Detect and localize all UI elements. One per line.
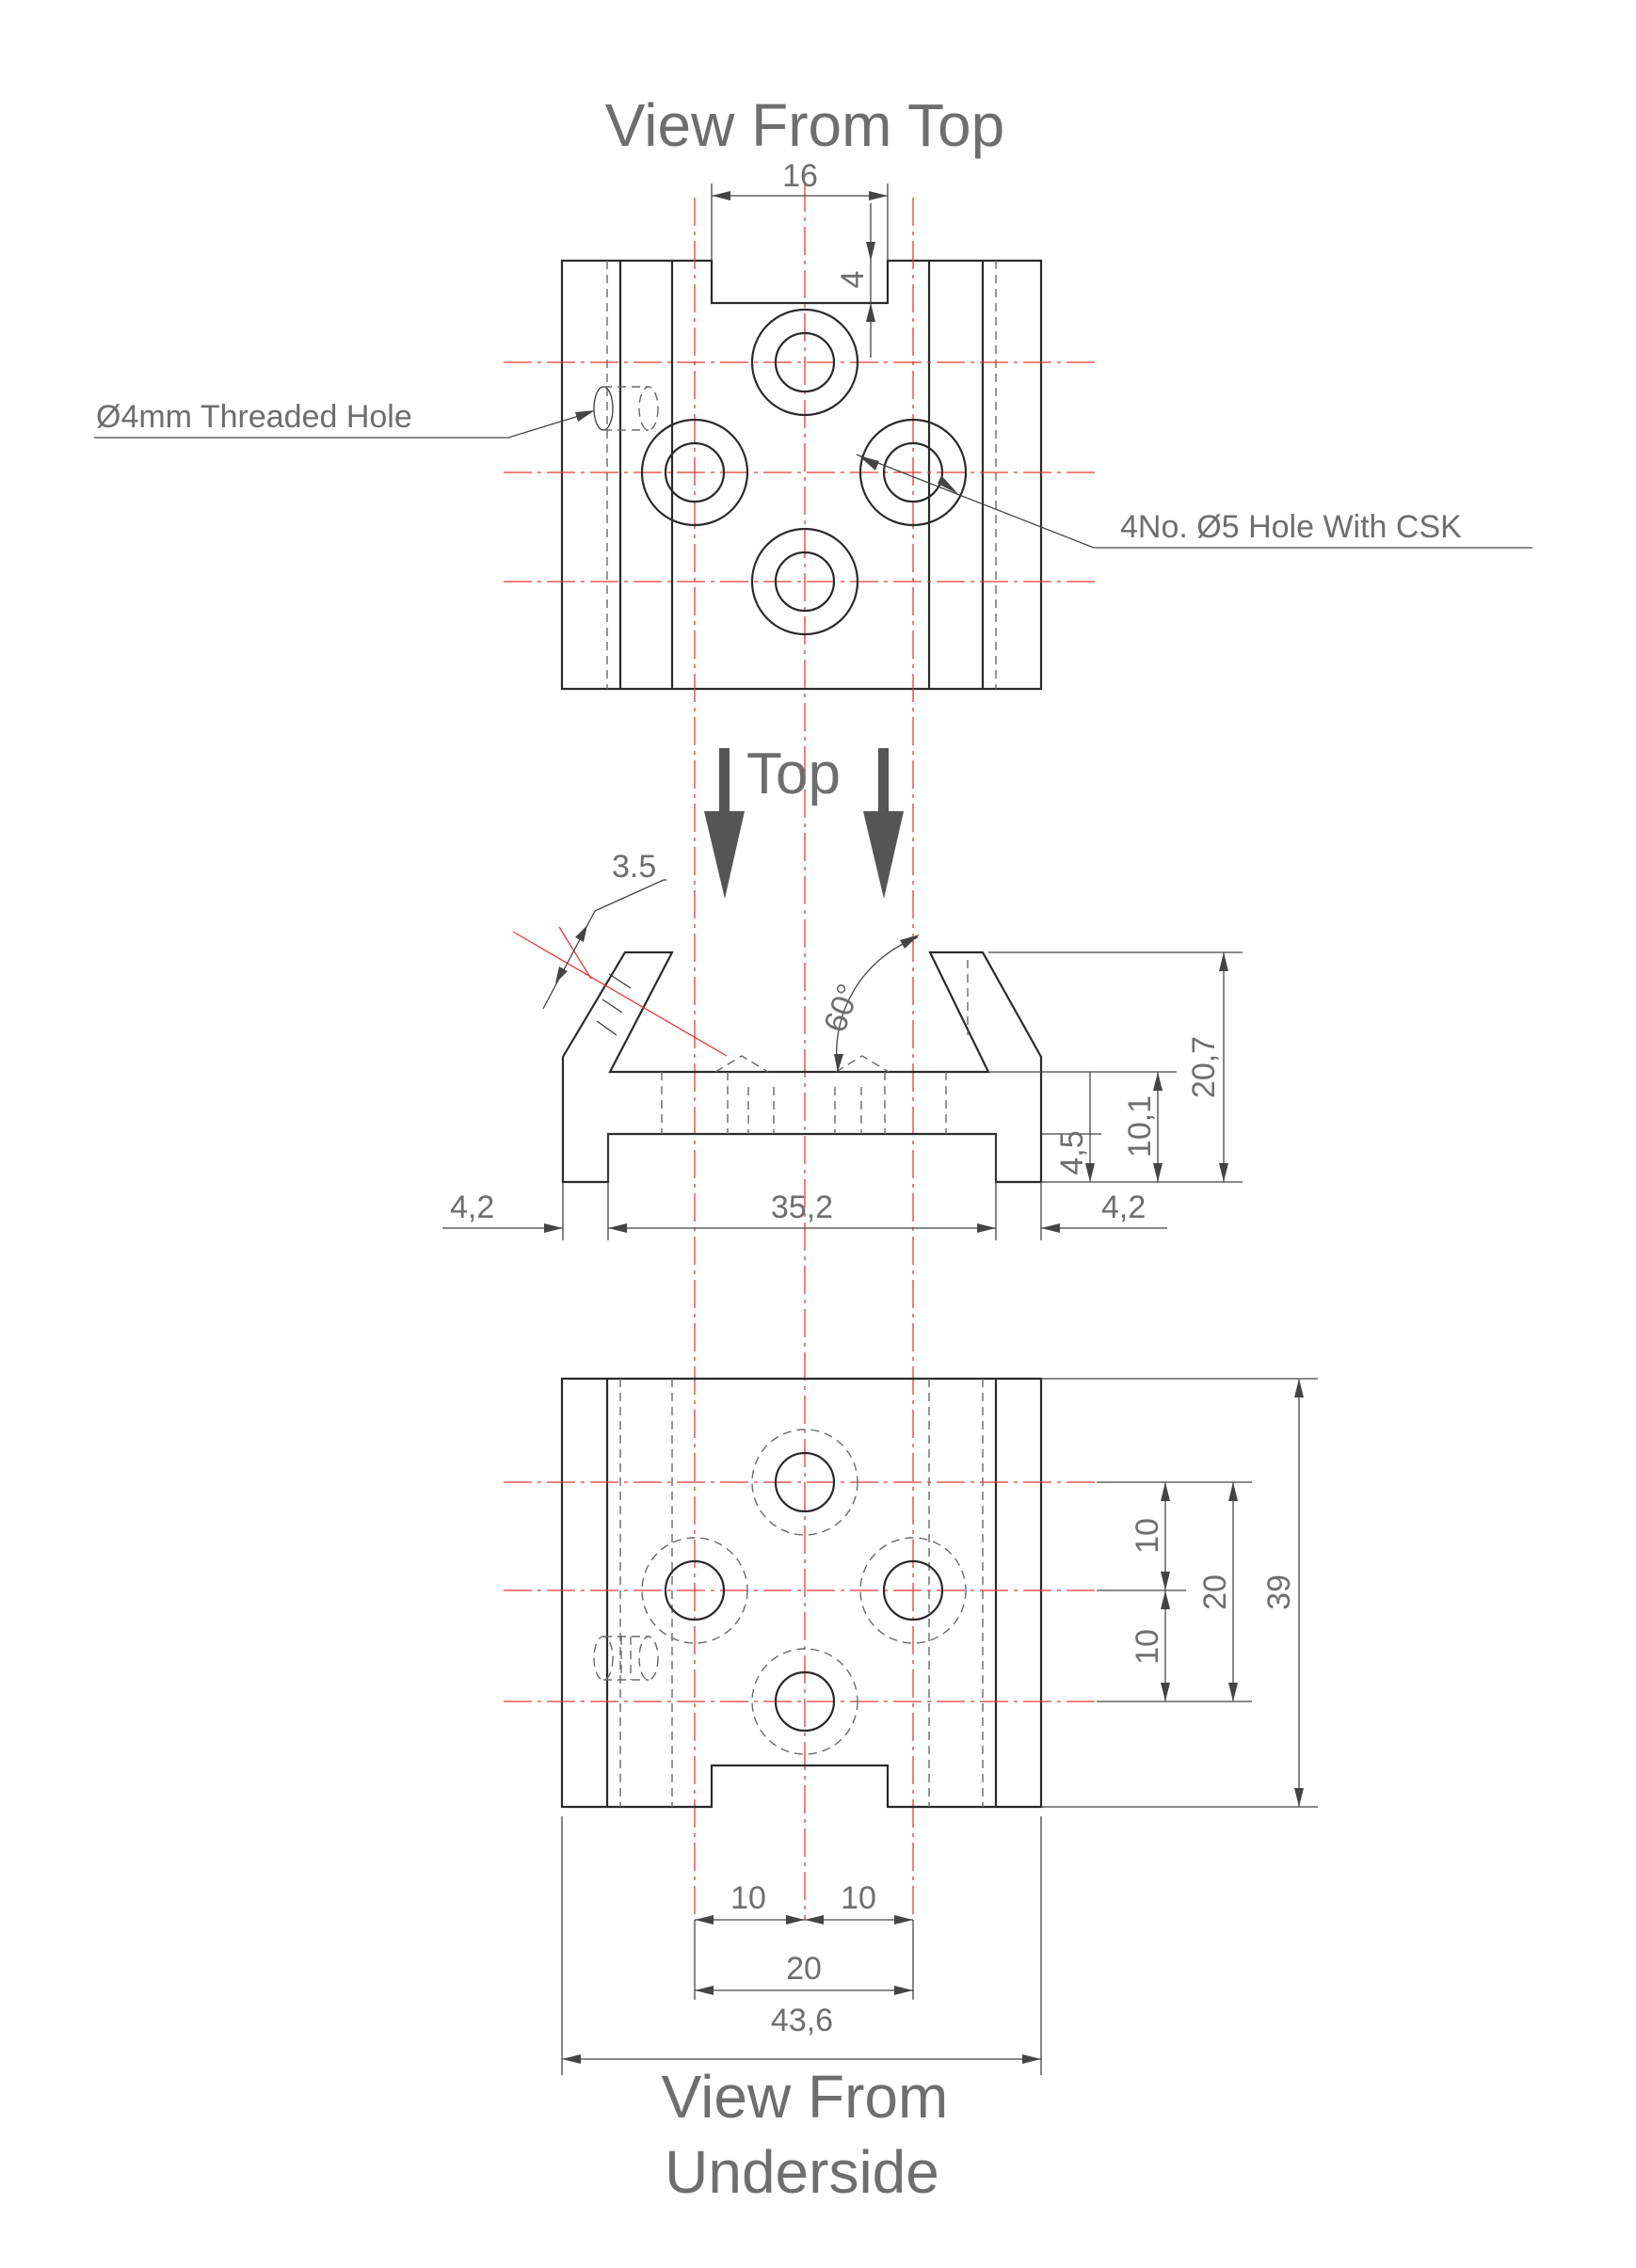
- dim-hole-spacing-a: 10: [1130, 1518, 1165, 1554]
- dim-total-height: 20,7: [1186, 1036, 1222, 1098]
- dim-bottom-offset-left: 10: [730, 1880, 766, 1916]
- dim-hole-spacing-b: 20: [1197, 1574, 1233, 1610]
- direction-label: Top: [746, 742, 841, 807]
- csk-hole-bottom: [750, 527, 859, 636]
- csk-hole-left: [640, 418, 749, 527]
- dim-bottom-span: 20: [786, 1951, 822, 1987]
- underside-view-outline: [560, 1377, 1043, 1809]
- title-view-from-top: View From Top: [605, 91, 1004, 159]
- dim-overall-length: 39: [1261, 1574, 1297, 1610]
- dim-hole-spacing-c: 10: [1130, 1629, 1165, 1665]
- dim-top-slot-width: 16: [782, 158, 818, 194]
- top-direction-indicator: Top: [704, 742, 904, 899]
- front-view: 3.5 60° 20,7 10,1 4,5 4,2 35,2: [442, 849, 1243, 1240]
- dim-angle: 60°: [817, 980, 867, 1037]
- dim-left-foot: 4,2: [450, 1190, 494, 1225]
- underside-view: 39 20 10 10 10 10 20 43,6: [504, 1377, 1318, 2075]
- dim-bottom-offset-right: 10: [841, 1880, 876, 1916]
- csk-holes-callout: 4No. Ø5 Hole With CSK: [1120, 509, 1462, 545]
- front-view-outline: [561, 950, 1043, 1184]
- dim-overall-width: 43,6: [771, 2003, 833, 2038]
- dim-inner-width: 35,2: [771, 1190, 833, 1225]
- csk-hole-right: [858, 418, 968, 527]
- dim-mid-height: 10,1: [1122, 1095, 1158, 1158]
- dim-side-thickness: 3.5: [612, 849, 656, 885]
- top-view: Ø4mm Threaded Hole 4No. Ø5 Hole With CSK…: [94, 158, 1532, 1920]
- dim-top-slot-depth: 4: [835, 271, 871, 289]
- top-view-outline: [560, 259, 1043, 691]
- dim-right-foot: 4,2: [1101, 1190, 1146, 1225]
- title-view-from-underside-line2: Underside: [665, 2138, 939, 2206]
- dim-base-height: 4,5: [1054, 1130, 1090, 1174]
- threaded-hole: [593, 386, 659, 431]
- threaded-hole-callout: Ø4mm Threaded Hole: [96, 399, 412, 435]
- csk-hole-top: [750, 308, 859, 417]
- title-view-from-underside-line1: View From: [662, 2063, 949, 2131]
